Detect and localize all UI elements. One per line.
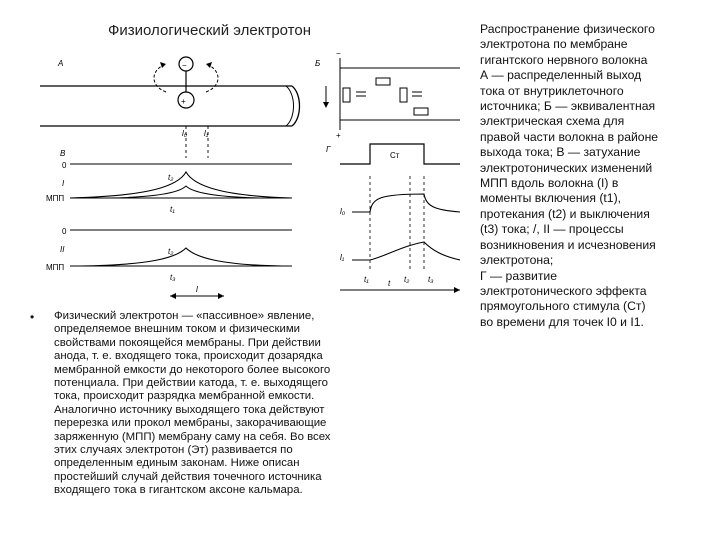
t3-label-g: t₃ (428, 275, 433, 284)
current-arc-left (153, 63, 167, 93)
i0-label: l₀ (340, 207, 346, 216)
panel-g-label: Г (326, 145, 331, 154)
stimulus-pulse (340, 143, 460, 165)
trace-l0 (352, 193, 460, 213)
panel-b-label: Б (315, 59, 320, 68)
arc-arrow-right (206, 62, 212, 68)
slide-title: Физиологический электротон (108, 22, 312, 39)
zero-2: 0 (62, 227, 67, 236)
axon-end-inner (285, 85, 294, 127)
t2-label-g: t₂ (404, 275, 409, 284)
figure-drawing: А − + l₀ l₁ Б − + (40, 49, 460, 299)
body-paragraph: Физический электротон — «пассивное» явле… (54, 310, 331, 497)
profile-t2-ii (79, 247, 283, 267)
current-arc-right (205, 63, 219, 93)
t3-label-ii: t₃ (170, 273, 175, 282)
minus-sign: − (182, 61, 187, 70)
circuit-resistor-bottom (413, 107, 429, 116)
t-axis-arrow (454, 287, 460, 293)
roman-1: I (62, 179, 65, 188)
circuit-plus: + (336, 131, 341, 140)
t2-label-v: t₂ (168, 173, 173, 182)
panel-v-label: В (60, 149, 66, 158)
trace-l1 (352, 241, 460, 261)
figure-caption: Распространение физического электротона … (480, 22, 659, 329)
st-label: Ст (390, 151, 400, 160)
circuit-arrow-head (323, 102, 329, 108)
panel-a-label: А (57, 59, 63, 68)
t2-label-ii: t₂ (168, 247, 173, 256)
arc-arrow-left (160, 62, 166, 68)
t1-label-v: t₁ (170, 205, 175, 214)
profile-t1 (109, 185, 263, 199)
mpp-2: МПП (46, 263, 64, 272)
l0-label: l₀ (182, 129, 188, 138)
l-axis-arrow-right (218, 293, 224, 299)
circuit-minus: − (336, 49, 341, 58)
axon-end (291, 85, 301, 127)
i1-label: l₁ (340, 253, 345, 262)
circuit-resistor-1 (342, 87, 351, 103)
plus-sign: + (181, 97, 186, 106)
circuit-resistor-2 (399, 87, 408, 103)
l-axis-arrow-left (170, 293, 176, 299)
circuit-resistor-top (375, 77, 391, 86)
l1-label: l₁ (204, 129, 209, 138)
bullet-symbol: • (30, 310, 35, 324)
t1-label-g: t₁ (364, 275, 369, 284)
l-axis-label: l (196, 285, 198, 294)
roman-2: II (60, 245, 65, 254)
zero-1: 0 (62, 161, 67, 170)
mpp-1: МПП (46, 194, 64, 203)
electrotonus-figure: А − + l₀ l₁ Б − + (40, 46, 460, 308)
profile-t2 (69, 170, 293, 199)
t-axis-label: t (388, 279, 391, 288)
